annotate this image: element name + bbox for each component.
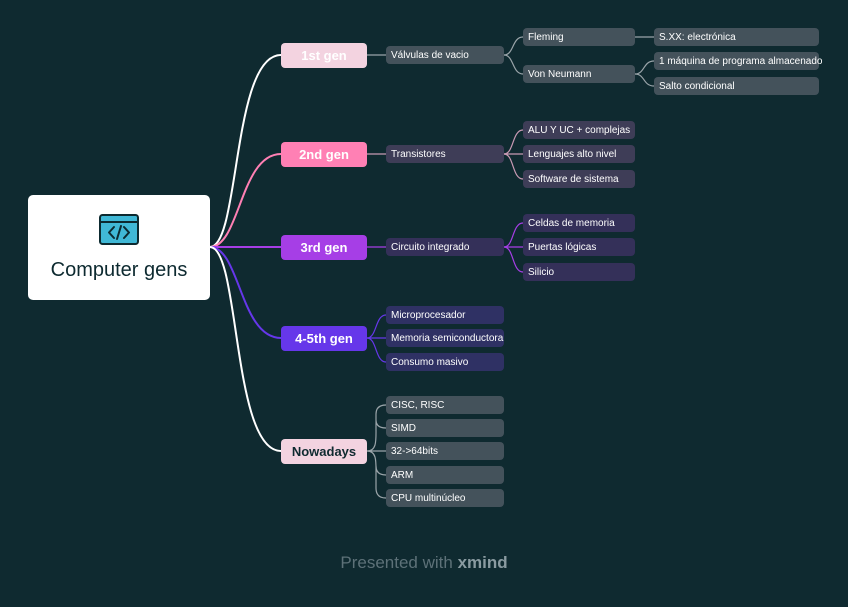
footer-prefix: Presented with — [340, 553, 458, 572]
gen-node-2nd[interactable]: 2nd gen — [281, 142, 367, 167]
connector-3rd-gen-item-3 — [503, 246, 524, 273]
connector-root-nowadays — [209, 246, 282, 452]
connector-root-2nd-gen — [209, 153, 282, 248]
topic-node-valvulas[interactable]: Válvulas de vacio — [386, 46, 504, 64]
presented-with-footer: Presented with xmind — [0, 553, 848, 573]
connector-root-1st-gen — [209, 54, 282, 248]
topic-node-circuito-integrado[interactable]: Circuito integrado — [386, 238, 504, 256]
item-node-32-64bits[interactable]: 32->64bits — [386, 442, 504, 460]
connector-von-neumann-detail-1 — [634, 60, 655, 75]
connector-topic-von-neumann — [503, 54, 524, 75]
root-title: Computer gens — [50, 258, 188, 281]
item-node-alu-uc[interactable]: ALU Y UC + complejas — [523, 121, 635, 139]
connector-von-neumann-detail-2 — [634, 73, 655, 87]
connector-3rd-gen-item-1 — [503, 222, 524, 248]
item-node-consumo-masivo[interactable]: Consumo masivo — [386, 353, 504, 371]
connector-4-5th-gen-item-1 — [366, 314, 387, 339]
connector-4-5th-gen-item-3 — [366, 337, 387, 363]
item-node-microprocesador[interactable]: Microprocesador — [386, 306, 504, 324]
connector-root-4-5th-gen — [209, 246, 282, 339]
detail-node-sxx[interactable]: S.XX: electrónica — [654, 28, 819, 46]
item-node-von-neumann[interactable]: Von Neumann — [523, 65, 635, 83]
item-node-puertas-logicas[interactable]: Puertas lógicas — [523, 238, 635, 256]
connector-2nd-gen-item-3 — [503, 153, 524, 180]
item-node-celdas-memoria[interactable]: Celdas de memoria — [523, 214, 635, 232]
topic-node-transistores[interactable]: Transistores — [386, 145, 504, 163]
item-node-cisc-risc[interactable]: CISC, RISC — [386, 396, 504, 414]
xmind-brand: xmind — [457, 553, 508, 572]
item-node-fleming[interactable]: Fleming — [523, 28, 635, 46]
item-node-simd[interactable]: SIMD — [386, 419, 504, 437]
gen-node-4-5th[interactable]: 4-5th gen — [281, 326, 367, 351]
connector-topic-fleming — [503, 36, 524, 56]
detail-node-programa-almacenado[interactable]: 1 máquina de programa almacenado — [654, 52, 822, 70]
item-node-cpu-multinucleo[interactable]: CPU multinúcleo — [386, 489, 504, 507]
gen-node-3rd[interactable]: 3rd gen — [281, 235, 367, 260]
connector-nowadays-items — [366, 404, 387, 499]
code-window-icon — [99, 213, 139, 245]
item-node-lenguajes[interactable]: Lenguajes alto nivel — [523, 145, 635, 163]
item-node-arm[interactable]: ARM — [386, 466, 504, 484]
root-node[interactable]: Computer gens — [28, 195, 210, 300]
gen-node-nowadays[interactable]: Nowadays — [281, 439, 367, 464]
item-node-memoria-semiconductora[interactable]: Memoria semiconductora — [386, 329, 504, 347]
item-node-silicio[interactable]: Silicio — [523, 263, 635, 281]
detail-node-salto-condicional[interactable]: Salto condicional — [654, 77, 819, 95]
item-node-software-sistema[interactable]: Software de sistema — [523, 170, 635, 188]
connector-2nd-gen-item-1 — [503, 129, 524, 155]
gen-node-1st[interactable]: 1st gen — [281, 43, 367, 68]
